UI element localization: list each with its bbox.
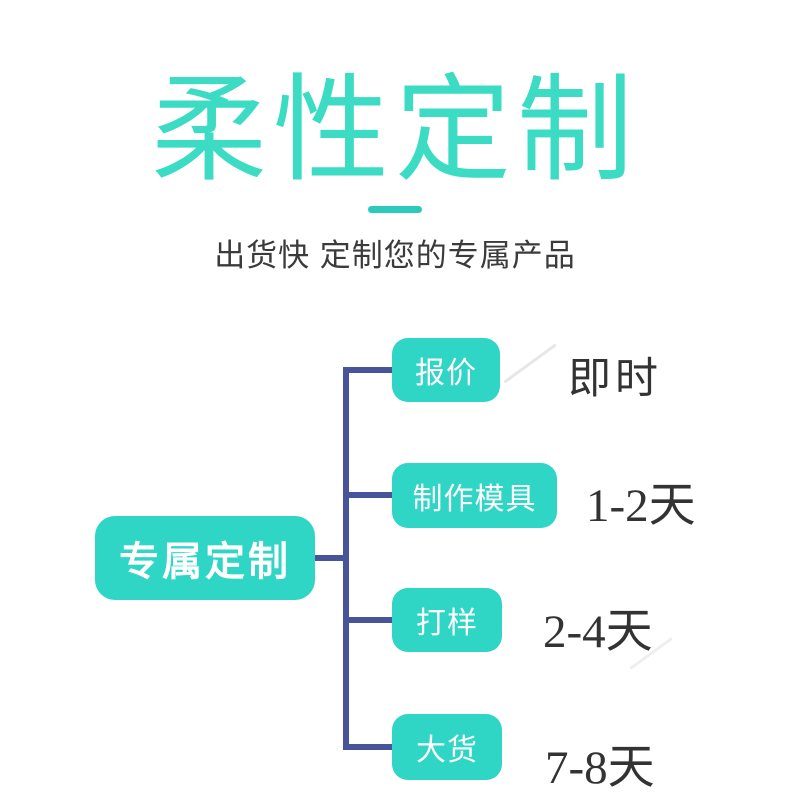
connector-branch-quote xyxy=(349,367,392,373)
connector-branch-bulk xyxy=(349,744,392,750)
connector-trunk xyxy=(343,367,349,750)
duration-mold-making: 1-2天 xyxy=(586,480,696,532)
duration-quote: 即时 xyxy=(568,355,662,403)
title-underline xyxy=(368,206,422,213)
step-node-bulk-production: 大货 xyxy=(392,714,502,780)
page-title: 柔性定制 xyxy=(151,65,639,195)
connector-branch-sample xyxy=(349,617,392,623)
step-node-sampling: 打样 xyxy=(392,588,502,652)
duration-bulk-production: 7-8天 xyxy=(545,742,655,794)
root-node-exclusive-customization: 专属定制 xyxy=(95,516,315,600)
connector-branch-mold xyxy=(349,492,392,498)
subtitle: 出货快 定制您的专属产品 xyxy=(214,238,576,273)
duration-sampling: 2-4天 xyxy=(543,606,653,658)
step-node-quote: 报价 xyxy=(392,338,500,402)
step-node-mold-making: 制作模具 xyxy=(392,463,557,528)
watermark-streak xyxy=(503,343,557,384)
connector-root-to-trunk xyxy=(314,555,343,561)
